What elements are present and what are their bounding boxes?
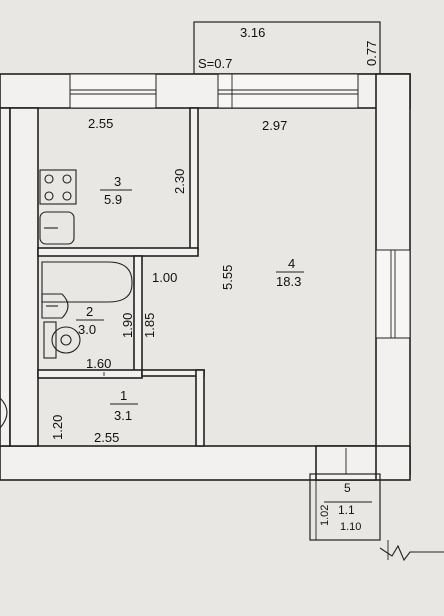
- dim-corridor-depth: 1.85: [142, 313, 157, 338]
- dim-kitchen-depth: 2.30: [172, 169, 187, 194]
- dim-closet-depth: 1.02: [319, 505, 331, 526]
- dim-bath-width: 1.60: [86, 356, 111, 371]
- svg-text:18.3: 18.3: [276, 274, 301, 289]
- svg-text:4: 4: [288, 256, 295, 271]
- washbasin-icon: [41, 293, 69, 319]
- room-label-3: 3 5.9: [100, 174, 132, 207]
- dim-bath-depth: 1.90: [120, 313, 135, 338]
- room-label-5: 5 1.1: [338, 481, 355, 517]
- svg-text:1.1: 1.1: [338, 503, 355, 517]
- bathtub-icon: [41, 261, 133, 303]
- svg-text:3.1: 3.1: [114, 408, 132, 423]
- svg-text:1: 1: [120, 388, 127, 403]
- dim-hall1-width: 2.55: [94, 430, 119, 445]
- dim-balcony-area: S=0.7: [198, 56, 232, 71]
- room-label-2: 2 3.0: [76, 304, 104, 337]
- dim-closet-width: 1.10: [340, 521, 361, 533]
- dim-hall1-depth: 1.20: [50, 415, 65, 440]
- interior-walls: [37, 107, 381, 541]
- svg-text:2: 2: [86, 304, 93, 319]
- dim-hall-width: 1.00: [152, 270, 177, 285]
- svg-text:3: 3: [114, 174, 121, 189]
- window-kitchen: [69, 73, 157, 109]
- svg-text:5.9: 5.9: [104, 192, 122, 207]
- dim-room4-width: 2.97: [262, 118, 287, 133]
- dim-kitchen-width: 2.55: [88, 116, 113, 131]
- room-label-1: 1 3.1: [110, 388, 138, 423]
- dim-balcony-width: 3.16: [240, 25, 265, 40]
- dim-balcony-depth: 0.77: [364, 41, 379, 66]
- dimension-lines: [103, 372, 444, 562]
- svg-text:3.0: 3.0: [78, 322, 96, 337]
- door-arc-icon: [0, 397, 8, 429]
- kitchen-sink-icon: [39, 211, 75, 245]
- window-room4: [375, 249, 411, 339]
- svg-text:5: 5: [344, 481, 351, 495]
- toilet-icon: [43, 321, 81, 359]
- stove-icon: [39, 169, 77, 205]
- dim-room4-length: 5.55: [220, 265, 235, 290]
- room-label-4: 4 18.3: [276, 256, 304, 289]
- balcony-door: [217, 73, 359, 109]
